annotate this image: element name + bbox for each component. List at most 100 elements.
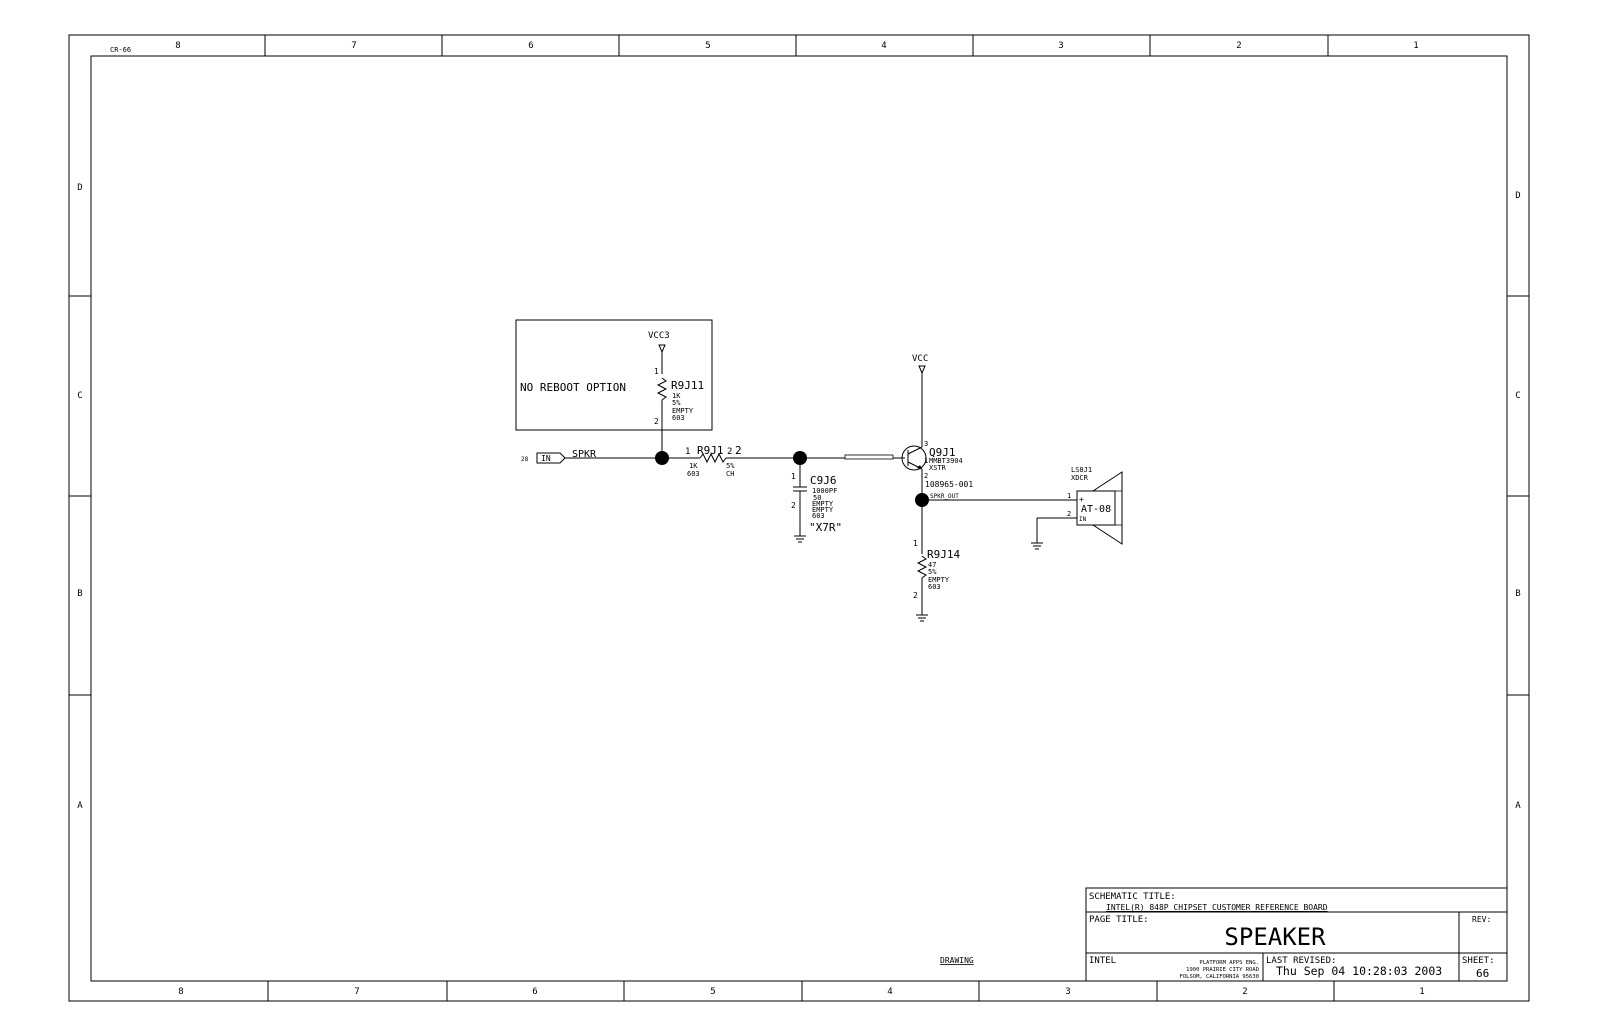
speaker-type: XDCR	[1071, 474, 1089, 482]
page-title-label: PAGE TITLE:	[1089, 915, 1149, 925]
q9j1-part: MMBT3904	[929, 457, 963, 465]
r9j11-tolerance: 5%	[672, 399, 681, 407]
speaker-pin1: 1	[1067, 492, 1071, 500]
zone-col-top: 3	[1058, 41, 1063, 51]
r9j14-value: 47	[928, 561, 936, 569]
r9j1-tolerance: 5%	[726, 462, 735, 470]
c9j6-voltage: 50	[813, 494, 821, 502]
sheet-frame	[68, 34, 1530, 1002]
speaker-ls8j1: LS8J1 XDCR + AT-08 IN 1 2	[1031, 466, 1123, 550]
r9j14-population: EMPTY	[928, 576, 950, 584]
ground-icon	[1031, 542, 1043, 550]
zone-col-bottom: 5	[710, 987, 715, 997]
zone-col-top: 1	[1413, 41, 1418, 51]
zone-row-right: B	[1515, 589, 1520, 599]
zone-row-right: D	[1515, 191, 1520, 201]
r9j11-package: 603	[672, 414, 685, 422]
zone-col-bottom: 6	[532, 987, 537, 997]
rev-label: REV:	[1472, 915, 1491, 924]
r9j1-ref: R9J1	[697, 444, 724, 457]
npn-transistor-icon	[901, 445, 927, 471]
r9j11-pin2: 2	[654, 417, 659, 426]
c9j6-pin1: 1	[791, 472, 796, 481]
r9j11-population: EMPTY	[672, 407, 694, 415]
q9j1-type: XSTR	[929, 464, 947, 472]
speaker-pin2: 2	[1067, 510, 1071, 518]
r9j14-pin2: 2	[913, 591, 918, 600]
q9j1-ref: Q9J1	[929, 446, 956, 459]
schematic-title-label: SCHEMATIC TITLE:	[1089, 892, 1176, 902]
vcc-arrow-icon	[918, 365, 926, 375]
c9j6-material: "X7R"	[809, 521, 842, 534]
sheet-number: 66	[1476, 967, 1489, 980]
address-line2: 1900 PRAIRIE CITY ROAD	[1186, 967, 1259, 973]
zone-row-left: A	[77, 801, 83, 811]
zone-col-top: 5	[705, 41, 710, 51]
zone-col-bottom: 4	[887, 987, 892, 997]
r9j1-resistor-icon	[699, 452, 727, 464]
drawing-label: DRAWING	[940, 956, 974, 965]
no-reboot-option-block: NO REBOOT OPTION VCC3 1 2 R9J11 1K 5% EM…	[515, 319, 713, 458]
c9j6-pin2: 2	[791, 501, 796, 510]
c9j6-ref: C9J6	[810, 474, 837, 487]
zone-col-top: 8	[175, 41, 180, 51]
speaker-body	[1076, 490, 1116, 526]
r9j11-ref: R9J11	[671, 379, 704, 392]
r9j11-pin1: 1	[654, 367, 659, 376]
title-block: SCHEMATIC TITLE: INTEL(R) 848P CHIPSET C…	[1085, 887, 1508, 982]
input-page-ref: 28	[521, 456, 529, 463]
zone-col-top: 6	[528, 41, 533, 51]
spkr-input-port: 28 IN SPKR	[521, 449, 662, 464]
vcc3-arrow-icon	[658, 344, 666, 354]
q9j1-part-number: 108965-001	[925, 480, 973, 489]
r9j14-ref: R9J14	[927, 548, 960, 561]
c9j6-population: EMPTY	[812, 506, 834, 514]
speaker-plus: +	[1079, 495, 1084, 504]
spkr-net-label: SPKR	[572, 449, 597, 460]
zone-col-bottom: 3	[1065, 987, 1070, 997]
zone-col-bottom: 7	[354, 987, 359, 997]
ground-icon	[794, 535, 806, 543]
no-reboot-label: NO REBOOT OPTION	[520, 381, 626, 394]
r9j14-tolerance: 5%	[928, 568, 937, 576]
capacitor-c9j6: 1 2 C9J6 1000PF 50 EMPTY EMPTY 603 "X7R"	[791, 458, 842, 543]
company-name: INTEL	[1089, 956, 1116, 966]
r9j14-package: 603	[928, 583, 941, 591]
zone-row-right: A	[1515, 801, 1521, 811]
pulldown-resistor-r9j14: 1 2 R9J14 47 5% EMPTY 603	[913, 500, 960, 622]
r9j14-pin1: 1	[913, 539, 918, 548]
r9j11-value: 1K	[672, 392, 681, 400]
q9j1-pin1: 1	[924, 457, 928, 465]
speaker-in: IN	[1079, 516, 1087, 523]
zone-row-right: C	[1515, 391, 1520, 401]
input-direction: IN	[541, 454, 551, 463]
page-title: SPEAKER	[1224, 923, 1326, 951]
address-line1: PLATFORM APPS ENG.	[1199, 960, 1259, 966]
address-line3: FOLSOM, CALIFORNIA 95630	[1180, 974, 1259, 980]
zone-col-top: 7	[351, 41, 356, 51]
speaker-cone-icon	[1092, 471, 1123, 545]
r9j1-pin1: 1	[685, 447, 690, 457]
transistor-q9j1: VCC 3 1 2 Q9J1 MMBT3904 XSTR 108965-001	[800, 354, 973, 500]
r9j14-resistor-icon	[916, 555, 928, 579]
speaker-model: AT-08	[1081, 504, 1111, 515]
r9j1-pin2: 2	[727, 447, 732, 457]
r9j11-resistor-icon	[656, 377, 668, 401]
last-revised-label: LAST REVISED:	[1266, 956, 1336, 966]
sheet-id: CR-66	[110, 46, 131, 54]
series-resistor-r9j1: 1 R9J1 2 2 1K 603 5% CH	[662, 444, 800, 478]
zone-col-bottom: 8	[178, 987, 183, 997]
base-lead-bar	[844, 454, 894, 460]
vcc-rail-label: VCC	[912, 354, 928, 364]
r9j1-value: 1K	[689, 462, 698, 470]
r9j1-suffix: 2	[735, 444, 742, 457]
zone-col-top: 4	[881, 41, 886, 51]
c9j6-value: 1000PF	[812, 487, 837, 495]
zone-row-left: C	[77, 391, 82, 401]
r9j1-package: 603	[687, 470, 700, 478]
c9j6-package: 603	[812, 512, 825, 520]
c9j6-dielectric: EMPTY	[812, 500, 834, 508]
sheet-label: SHEET:	[1462, 956, 1495, 966]
q9j1-pin3: 3	[924, 440, 928, 448]
